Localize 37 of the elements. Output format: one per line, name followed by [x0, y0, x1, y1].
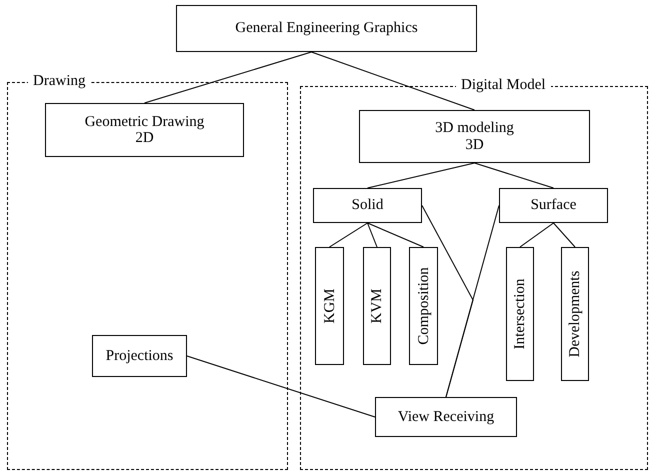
group-heading: Digital Model: [456, 77, 551, 94]
connector-line: [553, 222, 576, 248]
box-label: Intersection: [512, 278, 528, 350]
connector-line: [367, 222, 378, 248]
process-box: [363, 247, 391, 365]
box-label: Geometric Drawing 2D: [84, 114, 206, 146]
box-label: General Engineering Graphics: [235, 20, 418, 37]
process-box: [499, 188, 608, 223]
process-box: [561, 247, 589, 381]
box-label: Solid: [352, 197, 384, 214]
connector-line: [144, 52, 312, 104]
connector-line: [367, 162, 475, 188]
box-label: 3D modeling 3D: [434, 120, 515, 153]
process-box: [176, 5, 477, 52]
box-label: Developments: [566, 270, 584, 358]
box-label: KGM: [321, 288, 338, 324]
box-label: KVM: [368, 288, 386, 324]
box-label: Composition: [415, 267, 432, 345]
process-box: [313, 188, 422, 223]
connector-line: [520, 222, 554, 248]
process-box: [375, 397, 517, 437]
process-box: [45, 103, 244, 157]
process-box: [359, 110, 590, 163]
group-heading: Drawing: [28, 73, 90, 90]
box-label: View Receiving: [398, 408, 494, 426]
connector-line: [329, 222, 368, 248]
connector-line: [310, 52, 475, 110]
process-box: [315, 247, 344, 365]
connector-line: [367, 222, 424, 248]
connector-line: [474, 162, 554, 188]
process-box: [506, 247, 534, 381]
connector-line: [446, 205, 500, 398]
connector-line: [186, 356, 376, 418]
process-box: [409, 247, 438, 365]
box-label: Surface: [530, 197, 576, 214]
process-box: [92, 335, 187, 377]
box-label: Projections: [106, 348, 174, 364]
